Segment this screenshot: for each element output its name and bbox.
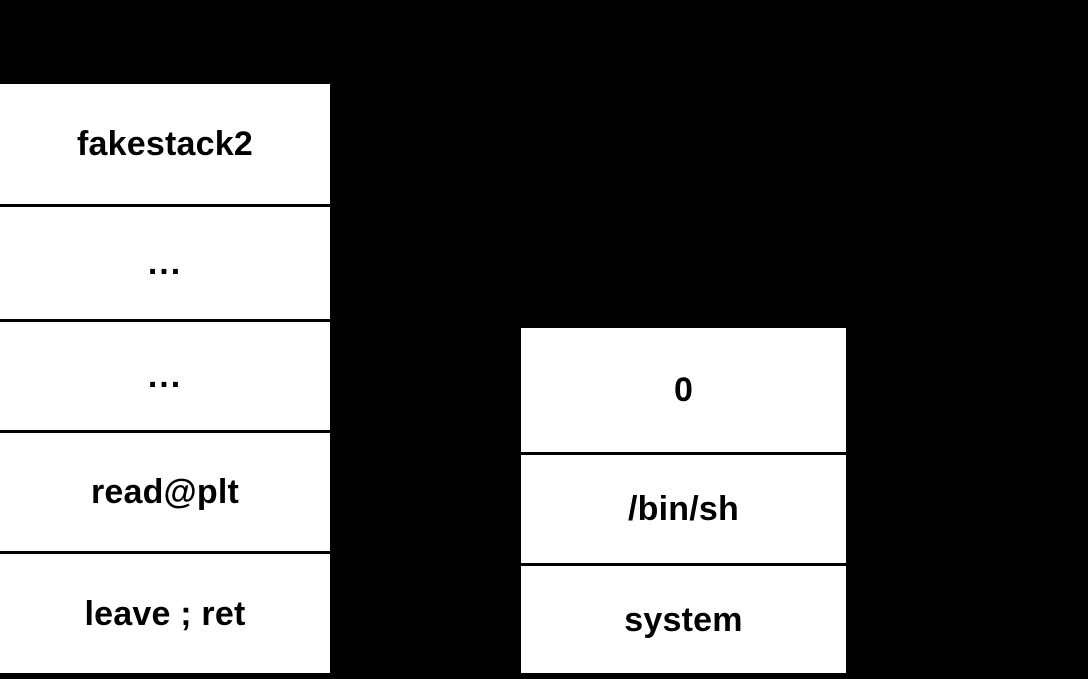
left-stack-cell-ellipsis-1: ... [0, 207, 330, 322]
right-stack-cell-zero: 0 [521, 328, 846, 455]
left-stack-cell-leave-ret: leave ; ret [0, 554, 330, 673]
right-stack-table: 0 /bin/sh system [519, 326, 848, 675]
left-stack-cell-fakestack2: fakestack2 [0, 84, 330, 207]
right-stack-cell-bin-sh: /bin/sh [521, 455, 846, 566]
left-stack-table: fakestack2 ... ... read@plt leave ; ret [0, 82, 332, 675]
left-stack-cell-ellipsis-2: ... [0, 322, 330, 433]
left-stack-cell-read-plt: read@plt [0, 433, 330, 554]
right-stack-cell-system: system [521, 566, 846, 673]
